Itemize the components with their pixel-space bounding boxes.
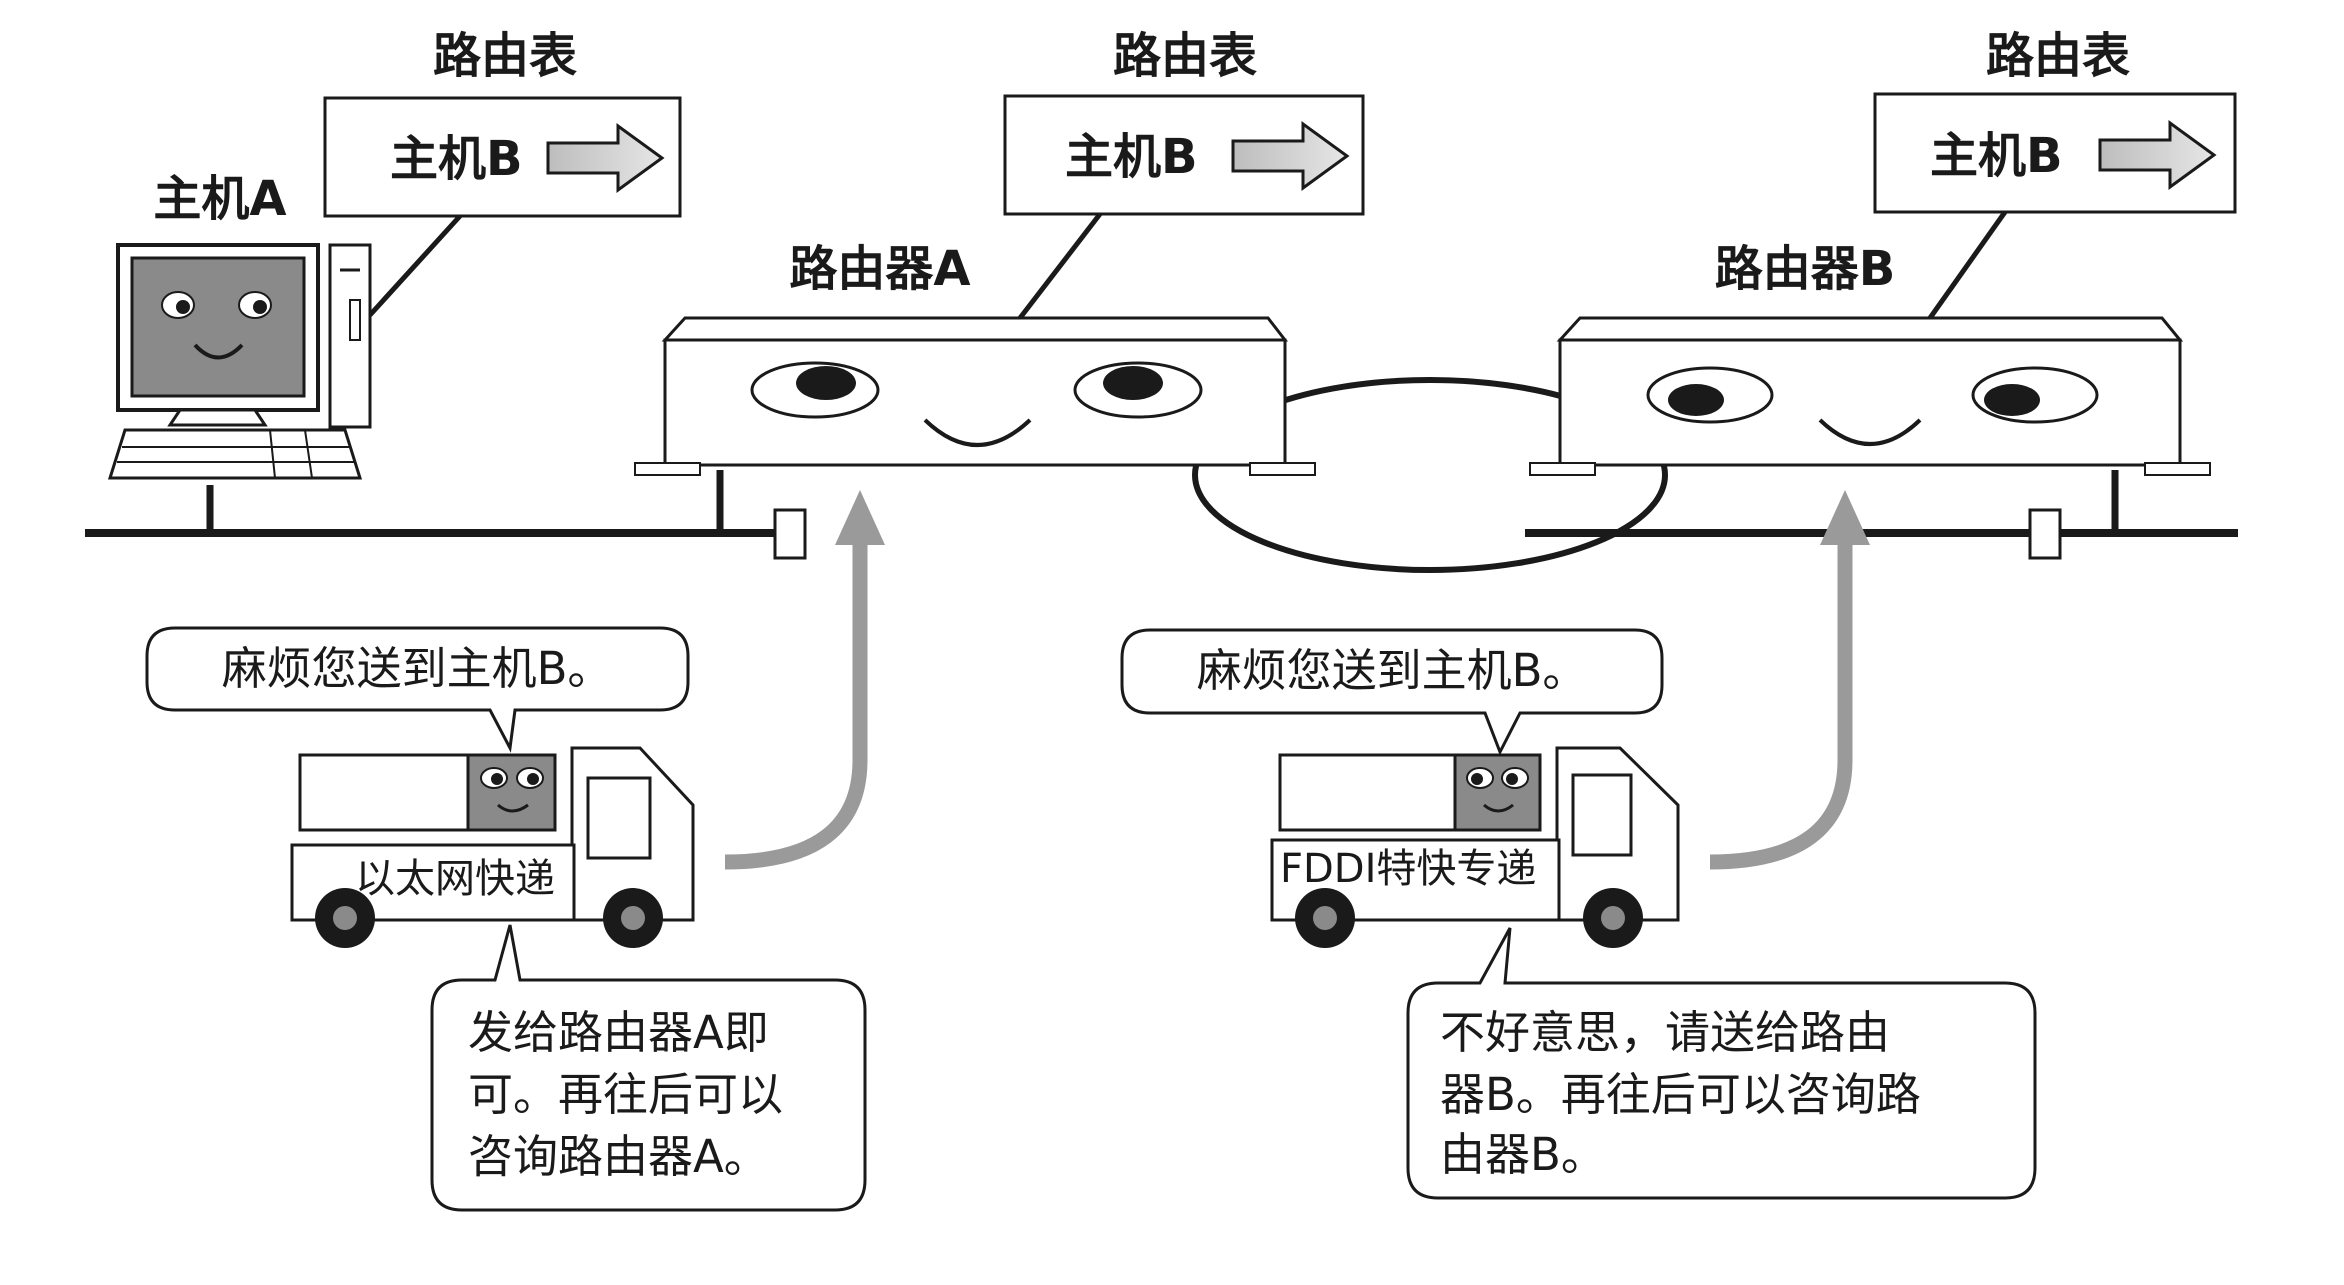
pupil-icon (1668, 384, 1724, 416)
truck-label: FDDI特快专递 (1280, 846, 1536, 892)
routing-table-title: 路由表 (1113, 28, 1257, 84)
pupil-icon (527, 773, 539, 785)
smile-icon (193, 343, 244, 360)
router-b-label: 路由器B (1715, 241, 1896, 297)
router-foot (634, 462, 701, 476)
hubcap (1313, 906, 1337, 930)
reply-line: 器B。再往后可以咨询路 (1440, 1068, 1921, 1121)
router-foot (1249, 462, 1316, 476)
reply-line: 可。再往后可以 (468, 1068, 783, 1121)
routing-table-entry: 主机B (1065, 129, 1198, 185)
reply-line: 咨询路由器A。 (468, 1130, 769, 1183)
host-a-label: 主机A (153, 171, 286, 227)
request-text: 麻烦您送到主机B。 (1197, 644, 1588, 697)
reply-line: 发给路由器A即 (468, 1006, 769, 1059)
hubcap (333, 906, 357, 930)
routing-table-router-a: 路由表 主机B (1003, 28, 1365, 320)
hubcap (1601, 906, 1625, 930)
reply-line: 由器B。 (1440, 1128, 1606, 1181)
pupil-icon (1103, 366, 1163, 400)
pupil-icon (1471, 773, 1483, 785)
terminator-right (2028, 508, 2062, 560)
truck-driver-face (1453, 753, 1542, 832)
truck-label: 以太网快递 (355, 856, 555, 902)
routing-table-pointer (368, 214, 462, 317)
smile-icon (923, 418, 1032, 447)
routing-table-title: 路由表 (433, 28, 577, 84)
hubcap (621, 906, 645, 930)
keyboard-keys (269, 429, 276, 479)
pupil-icon (1506, 773, 1518, 785)
request-bubble-right: 麻烦您送到主机B。 (1120, 628, 1664, 756)
arrow-right-icon (2098, 120, 2217, 190)
router-foot (2144, 462, 2211, 476)
speech-bubble (1406, 927, 2037, 1200)
routing-table-entry: 主机B (1930, 128, 2063, 184)
fddi-truck: FDDI特快专递 (1270, 746, 1680, 948)
keyboard-icon (107, 428, 363, 480)
monitor-stand (167, 408, 268, 427)
ethernet-truck: 以太网快递 (290, 746, 695, 948)
router-top (661, 316, 1289, 342)
router-top (1556, 316, 2184, 342)
forward-arrow-right (1709, 540, 1853, 870)
routing-table-title: 路由表 (1986, 28, 2130, 84)
routing-table-router-b: 路由表 主机B (1873, 28, 2237, 320)
router-b: 路由器B (1529, 241, 2211, 476)
pupil-icon (491, 773, 503, 785)
request-bubble-left: 麻烦您送到主机B。 (145, 626, 690, 753)
forward-arrow-left (724, 540, 868, 870)
pupil-icon (176, 300, 190, 314)
reply-bubble-left: 发给路由器A即 可。再往后可以 咨询路由器A。 (430, 924, 867, 1212)
pupil-icon (796, 366, 856, 400)
reply-line: 不好意思，请送给路由 (1440, 1006, 1890, 1059)
router-a-label: 路由器A (789, 241, 970, 297)
routing-table-pointer (1927, 210, 2008, 320)
reply-bubble-right: 不好意思，请送给路由 器B。再往后可以咨询路 由器B。 (1406, 927, 2037, 1200)
speech-bubble (430, 924, 867, 1212)
drive-bay (349, 299, 361, 341)
speech-bubble (1120, 628, 1664, 756)
pupil-icon (253, 300, 267, 314)
network-links (85, 377, 2238, 573)
truck-window (586, 776, 652, 860)
smile-icon (497, 803, 529, 813)
arrow-right-icon (1231, 121, 1350, 191)
routing-table-entry: 主机B (390, 131, 523, 187)
monitor-screen (130, 256, 306, 398)
smile-icon (1483, 803, 1514, 813)
router-a: 路由器A (634, 241, 1316, 476)
host-a: 主机A (107, 171, 372, 480)
terminator-left (773, 508, 807, 560)
routing-table-host-a: 路由表 主机B (323, 28, 682, 317)
truck-driver-face (466, 753, 557, 832)
fddi-ring (1192, 377, 1668, 573)
pupil-icon (1984, 384, 2040, 416)
truck-window (1571, 773, 1633, 857)
arrow-head-icon (835, 490, 885, 545)
router-foot (1529, 462, 1596, 476)
speech-bubble (145, 626, 690, 753)
arrow-right-icon (546, 123, 665, 193)
smile-icon (1818, 418, 1922, 446)
request-text: 麻烦您送到主机B。 (222, 642, 613, 695)
routing-table-pointer (1018, 212, 1102, 320)
keyboard-keys (304, 429, 313, 479)
arrow-head-icon (1820, 490, 1870, 545)
